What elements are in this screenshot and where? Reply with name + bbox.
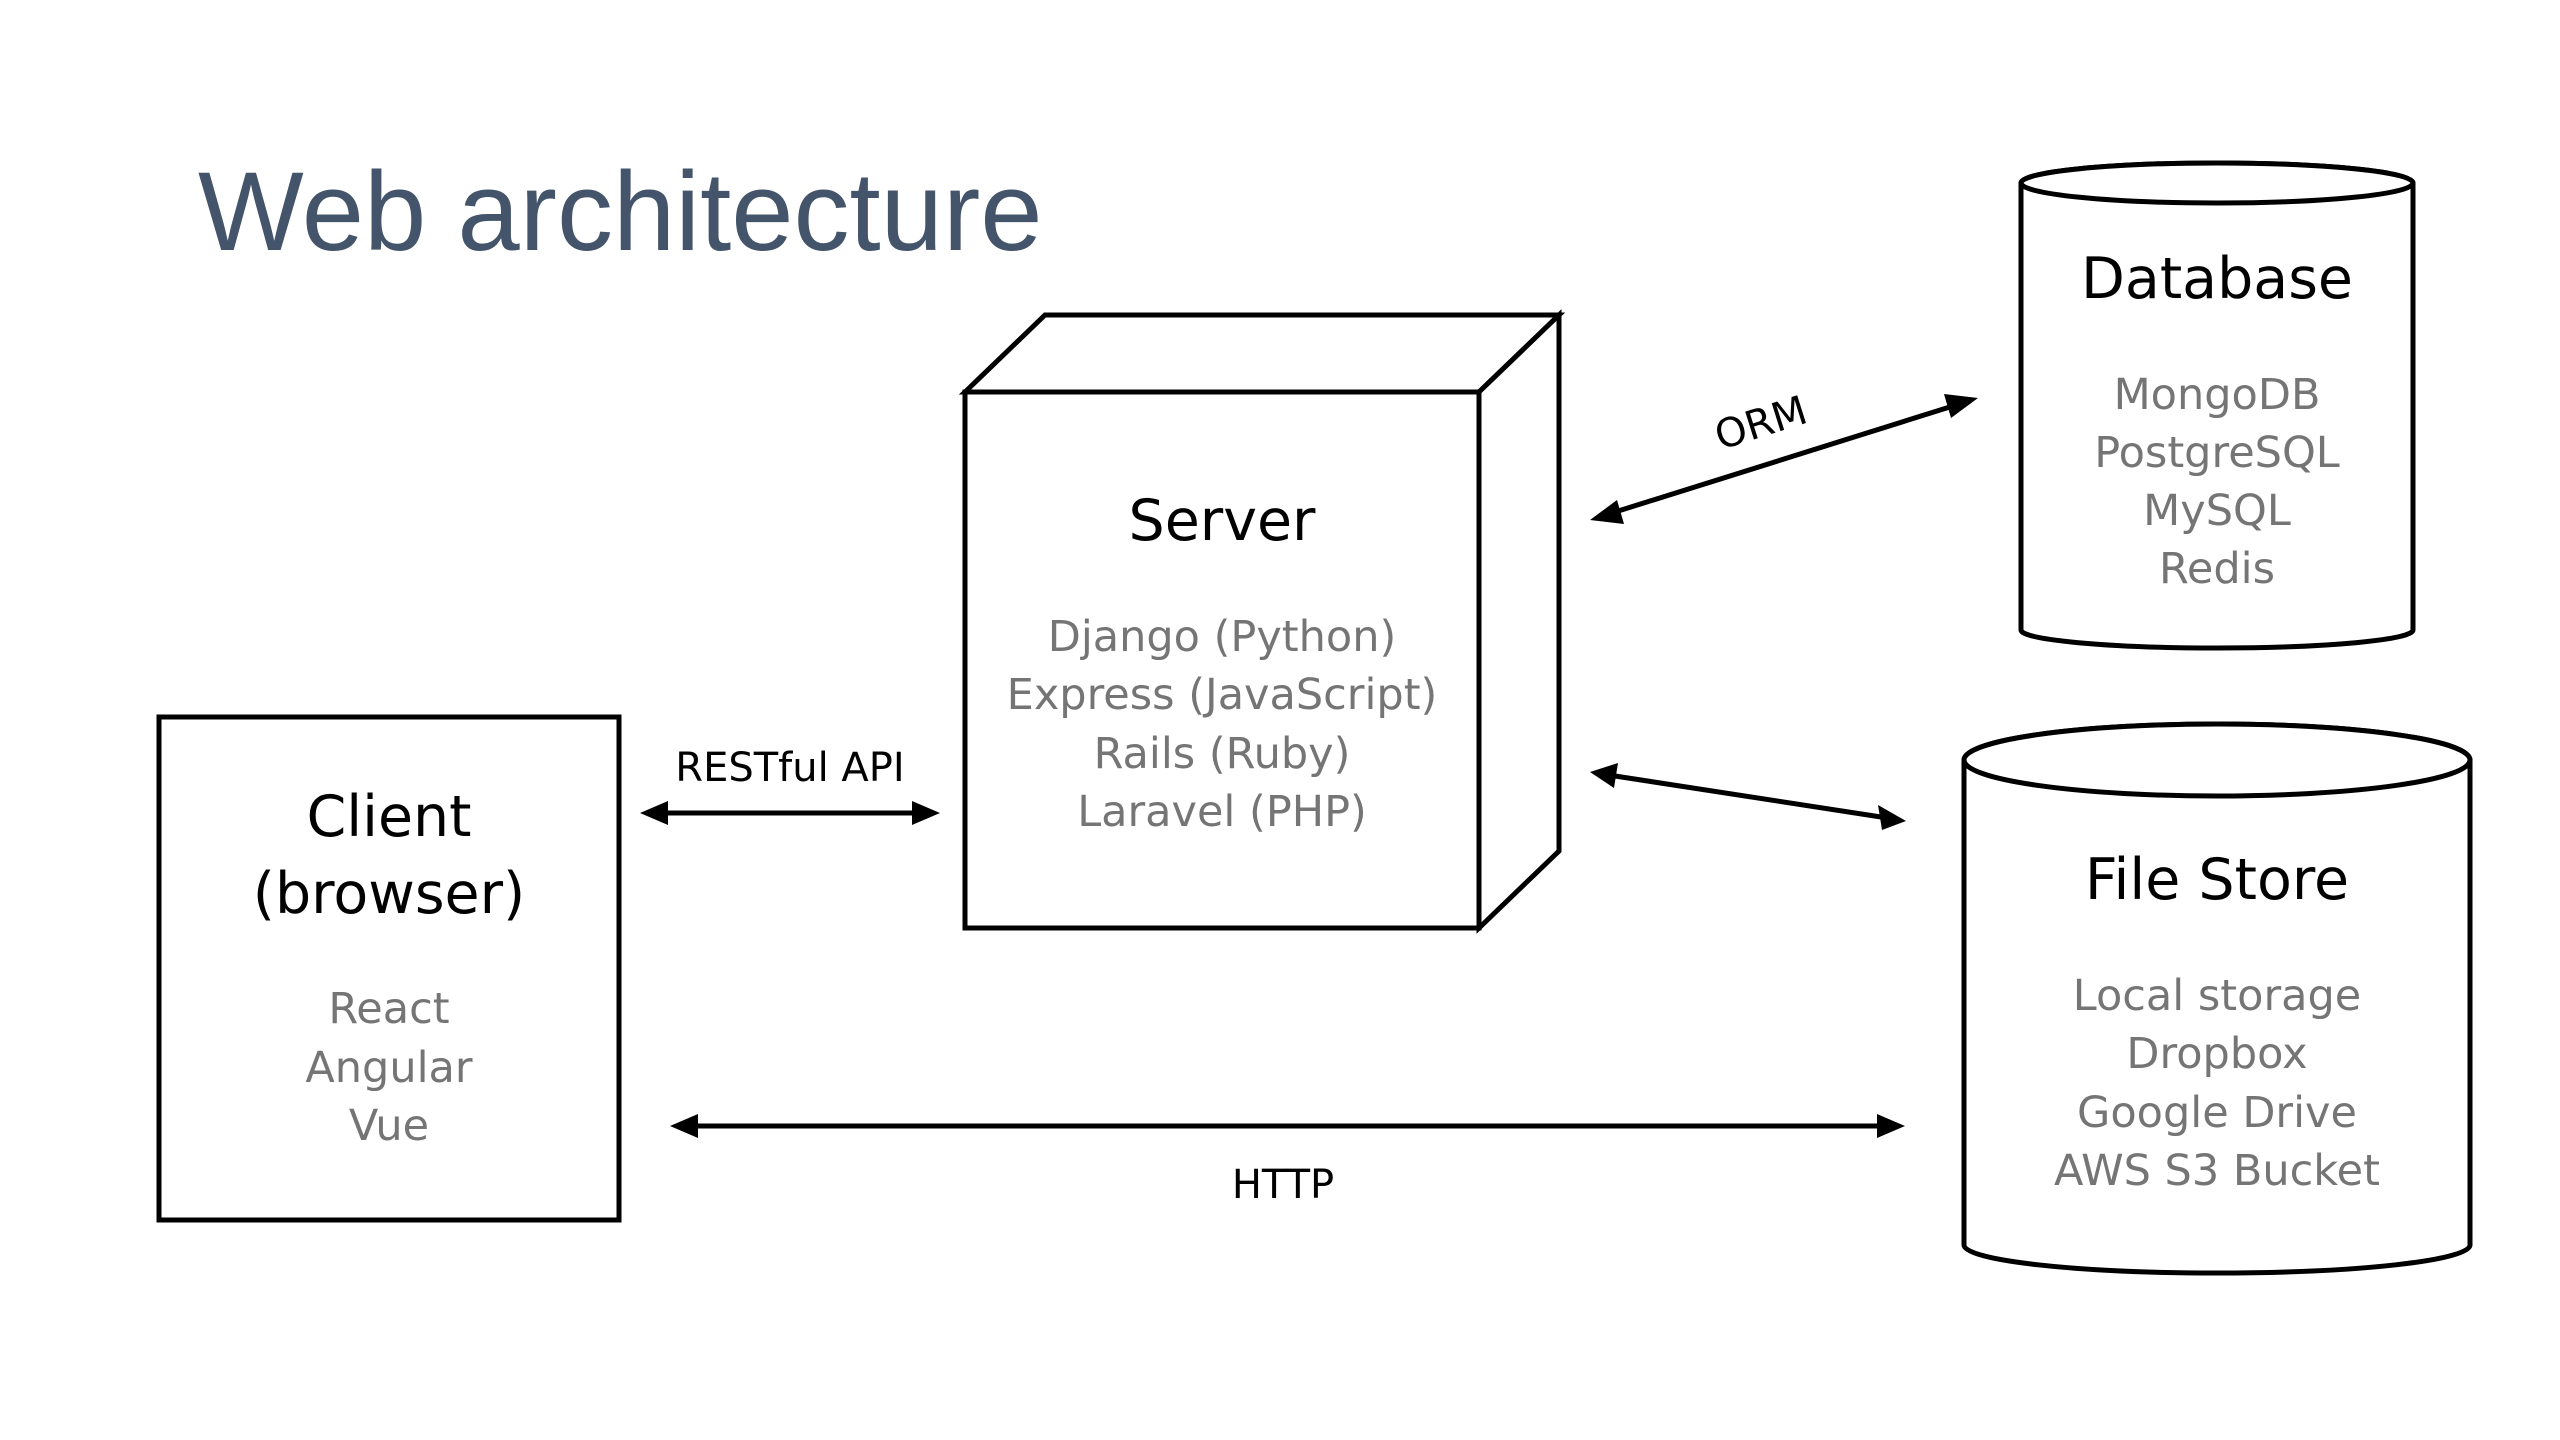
edge-label-orm: ORM: [1709, 388, 1812, 460]
server-item: Express (JavaScript): [1007, 670, 1438, 720]
database-cylinder-top: [2018, 160, 2416, 206]
arrow-head: [640, 801, 668, 825]
client-box: [156, 714, 622, 1223]
arrow-head: [1590, 763, 1618, 788]
server-item: Django (Python): [1048, 612, 1397, 662]
arrow-head: [1878, 805, 1906, 830]
arrow-head: [1877, 1114, 1905, 1138]
client-title-line-2: (browser): [253, 861, 526, 927]
client-item: React: [328, 984, 449, 1034]
server-node: Server Django (Python) Express (JavaScri…: [958, 309, 1566, 934]
database-item: PostgreSQL: [2094, 428, 2340, 478]
edge-label-http: HTTP: [1232, 1162, 1334, 1208]
server-item: Laravel (PHP): [1077, 787, 1367, 837]
file-store-item: Dropbox: [2126, 1029, 2307, 1079]
server-cube-top-face: [958, 312, 1566, 395]
client-title-line-1: Client: [306, 784, 471, 850]
slide-title: Web architecture: [198, 149, 1043, 274]
database-title: Database: [2081, 246, 2353, 312]
edge-line: [1614, 403, 1954, 515]
database-item: Redis: [2159, 544, 2275, 594]
file-store-item: AWS S3 Bucket: [2054, 1146, 2380, 1196]
edge-client-server: RESTful API: [640, 745, 940, 825]
file-store-item: Google Drive: [2077, 1088, 2357, 1138]
file-store-cylinder-top: [1961, 721, 2473, 799]
arrow-head: [912, 801, 940, 825]
file-store-node: File Store Local storage Dropbox Google …: [1961, 721, 2473, 1276]
database-item: MySQL: [2143, 486, 2291, 536]
file-store-item: Local storage: [2073, 971, 2361, 1021]
server-item: Rails (Ruby): [1094, 729, 1351, 779]
edge-server-file-store: [1590, 763, 1906, 830]
client-item: Vue: [349, 1101, 429, 1151]
client-item: Angular: [305, 1043, 473, 1093]
database-node: Database MongoDB PostgreSQL MySQL Redis: [2018, 160, 2416, 651]
arrow-head: [1590, 500, 1624, 524]
server-cube-front-face: [962, 389, 1482, 931]
arrow-head: [1944, 394, 1978, 418]
client-node: Client (browser) React Angular Vue: [156, 714, 622, 1223]
arrow-head: [670, 1114, 698, 1138]
server-cube-side-face: [1476, 309, 1562, 934]
file-store-title: File Store: [2085, 847, 2349, 913]
edge-client-file-store: HTTP: [670, 1114, 1905, 1208]
edge-line: [1614, 773, 1882, 820]
database-item: MongoDB: [2114, 370, 2321, 420]
server-title: Server: [1129, 488, 1316, 554]
edge-server-database: ORM: [1590, 388, 1978, 524]
edge-label-restful-api: RESTful API: [675, 745, 904, 791]
